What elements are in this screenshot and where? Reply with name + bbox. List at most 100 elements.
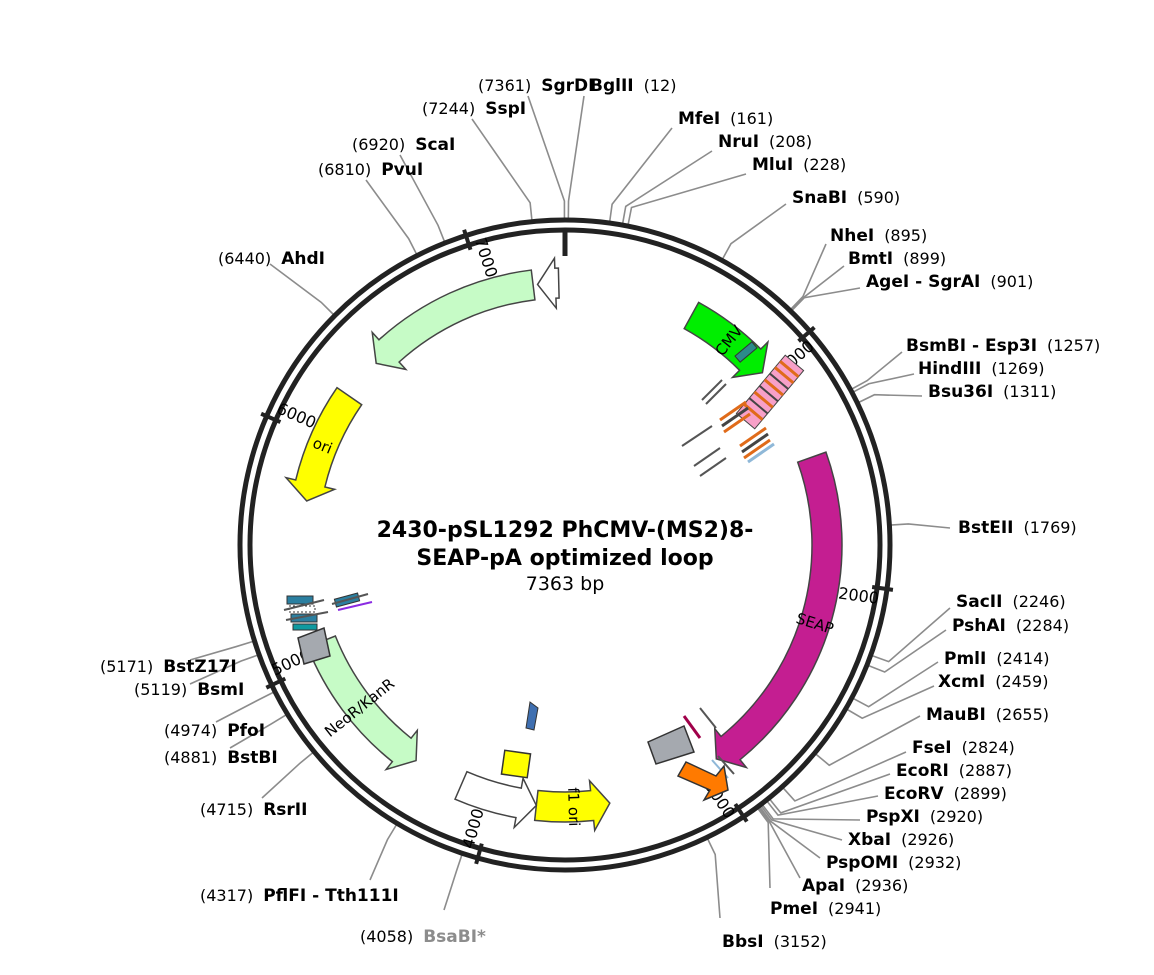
site-sgrdi: (7361)SgrDI <box>478 76 594 97</box>
tick-label-4000: 4000 <box>458 806 487 850</box>
site-name-bbsi: BbsI <box>722 932 764 952</box>
tick-mark-5000 <box>265 676 287 690</box>
orange-feature <box>676 761 729 802</box>
tick-mark-6000 <box>260 411 282 424</box>
site-connector-sgrdi <box>527 95 566 220</box>
site-pfoi: (4974) PfoI <box>164 721 265 742</box>
site-pos-nhei: (895) <box>884 226 927 245</box>
site-connector-pshai <box>867 629 947 673</box>
site-name-nhei: NheI <box>830 226 874 246</box>
tick-mark-7000 <box>462 229 473 251</box>
site-pos-pvui: (6810) <box>318 160 371 179</box>
site-connector-ecori <box>768 773 891 814</box>
site-name-pshai: PshAI <box>952 616 1006 636</box>
site-connector-mlui <box>627 173 747 226</box>
backbone-outer-ring <box>237 217 893 873</box>
site-bsteii: BstEII(1769) <box>958 518 1077 539</box>
site-connector-bstz17i <box>189 640 254 661</box>
site-pos-scai: (6920) <box>352 135 405 154</box>
site-pos-bsabi: (4058) <box>360 927 413 946</box>
site-nrui: NruI(208) <box>718 132 812 153</box>
site-pos-bsmi: (5119) <box>134 680 187 699</box>
site-connector-scai <box>399 154 446 243</box>
site-pos-mfei: (161) <box>730 109 773 128</box>
site-name-bsmbi-esp3i: BsmBI - Esp3I <box>906 336 1037 356</box>
site-bsabi: (4058)BsaBI* <box>360 927 486 948</box>
tick-mark-2000 <box>871 585 894 592</box>
site-connector-bsteii <box>890 523 951 529</box>
site-nhei: NheI (895) <box>830 226 927 247</box>
polya-line-b <box>699 707 717 729</box>
site-sspi: (7244) SspI <box>422 99 526 120</box>
plasmid-title-line-1: 2430-pSL1292 PhCMV-(MS2)8- <box>377 518 754 543</box>
site-pos-hindiii: (1269) <box>991 359 1044 378</box>
site-name-fsei: FseI <box>912 738 952 758</box>
site-pos-sspi: (7244) <box>422 99 475 118</box>
site-pos-pmli: (2414) <box>996 649 1049 668</box>
site-pos-pflfi-tth111i: (4317) <box>200 886 253 905</box>
site-connector-fsei <box>782 751 907 802</box>
tick-mark-1000 <box>797 325 816 343</box>
site-maubi: MauBI(2655) <box>926 705 1049 726</box>
site-name-bsmi: BsmI <box>197 680 244 700</box>
site-bglii: BglII(12) <box>590 76 676 97</box>
site-pmei: PmeI (2941) <box>770 899 881 920</box>
site-bstbi: (4881)BstBI <box>164 748 278 769</box>
tick-label-6000: 6000 <box>274 399 319 433</box>
site-pos-nrui: (208) <box>769 132 812 151</box>
site-connector-agei-sgrai <box>791 287 861 312</box>
site-connector-nrui <box>621 150 713 225</box>
site-name-pfoi: PfoI <box>227 721 265 741</box>
yellow-small-feature <box>500 749 532 779</box>
site-connector-rsrii <box>261 751 314 799</box>
site-name-mfei: MfeI <box>678 109 720 129</box>
site-name-bstbi: BstBI <box>227 748 278 768</box>
site-name-pmli: PmlI <box>944 649 986 669</box>
site-connector-xbai <box>760 805 843 841</box>
site-connector-bglii <box>567 95 585 220</box>
site-name-ahdi: AhdI <box>281 249 325 269</box>
site-bsu36i: Bsu36I(1311) <box>928 382 1056 403</box>
site-connector-bsu36i <box>857 393 923 404</box>
small-features <box>283 341 805 802</box>
site-name-mlui: MluI <box>752 155 793 175</box>
site-rsrii: (4715)RsrII <box>200 800 307 821</box>
site-name-sspi: SspI <box>485 99 526 119</box>
site-pos-xcmi: (2459) <box>995 672 1048 691</box>
site-mlui: MluI (228) <box>752 155 846 176</box>
site-connector-hindiii <box>852 373 915 393</box>
site-pos-bsteii: (1769) <box>1023 518 1076 537</box>
site-name-rsrii: RsrII <box>263 800 307 820</box>
site-bbsi: BbsI (3152) <box>722 932 827 953</box>
site-name-pvui: PvuI <box>381 160 423 180</box>
site-connector-bsmi <box>189 654 259 685</box>
left-feature-cluster <box>283 592 373 665</box>
site-mfei: MfeI (161) <box>678 109 773 130</box>
site-pos-mlui: (228) <box>803 155 846 174</box>
site-pos-pmei: (2941) <box>828 899 881 918</box>
tick-mark-4000 <box>474 843 484 865</box>
site-pos-ecorv: (2899) <box>954 784 1007 803</box>
site-pos-sacii: (2246) <box>1012 592 1065 611</box>
site-connector-ahdi <box>269 263 335 316</box>
site-name-pmei: PmeI <box>770 899 818 919</box>
center-labels: 2430-pSL1292 PhCMV-(MS2)8- SEAP-pA optim… <box>377 518 754 595</box>
site-name-apai: ApaI <box>802 876 845 896</box>
site-pmli: PmlI (2414) <box>944 649 1050 670</box>
site-connector-snabi <box>721 203 787 260</box>
site-pos-bbsi: (3152) <box>774 932 827 951</box>
feature-ampr <box>371 269 536 371</box>
site-pos-pfoi: (4974) <box>164 721 217 740</box>
feature-ampr-promoter <box>536 255 560 311</box>
site-ecorv: EcoRV(2899) <box>884 784 1007 805</box>
site-name-xbai: XbaI <box>848 830 891 850</box>
site-ecori: EcoRI(2887) <box>896 761 1012 782</box>
site-connector-mfei <box>608 127 673 223</box>
site-pos-bmti: (899) <box>903 249 946 268</box>
site-pspxi: PspXI(2920) <box>866 807 983 828</box>
site-hindiii: HindIII(1269) <box>918 359 1045 380</box>
site-ahdi: (6440)AhdI <box>218 249 325 270</box>
polya-signal <box>647 724 695 765</box>
feature-f1-ori <box>533 778 611 833</box>
